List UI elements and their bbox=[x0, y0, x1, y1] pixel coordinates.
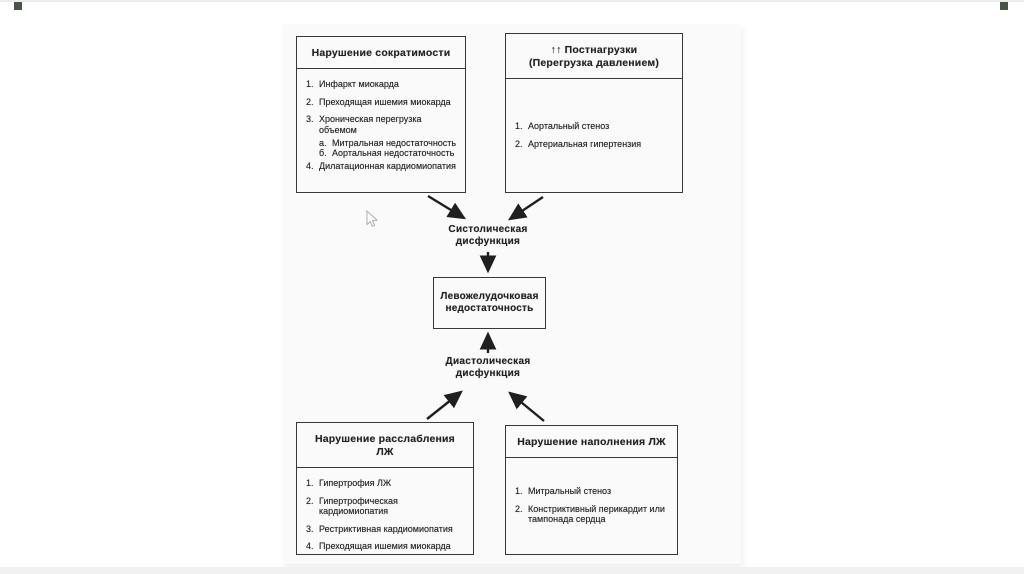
node-label-line: дисфункция bbox=[455, 368, 521, 379]
corner-mark-icon bbox=[14, 2, 22, 10]
list-item: 4. Преходящая ишемия миокарда bbox=[306, 541, 451, 551]
box-title: Нарушение наполнения ЛЖ bbox=[506, 426, 677, 458]
node-label-line: недостаточность bbox=[445, 303, 534, 314]
box-title-line: (Перегрузка давлением) bbox=[528, 57, 660, 69]
list-item: 3. Хроническая перегрузка объемом bbox=[306, 114, 422, 135]
list-item: 3. Рестриктивная кардиомиопатия bbox=[306, 523, 453, 534]
list-item: 1. Аортальный стеноз bbox=[515, 121, 610, 131]
box-title-line: ЛЖ bbox=[376, 446, 394, 458]
box-filling: Нарушение наполнения ЛЖ 1. Митральный ст… bbox=[505, 425, 678, 555]
box-items: 1. Аортальный стеноз 2. Артериальная гип… bbox=[506, 79, 682, 162]
box-items: 1. Гипертрофия ЛЖ 2. Гипертрофическая ка… bbox=[297, 468, 473, 565]
frame-top-line bbox=[0, 0, 1024, 2]
box-afterload: ↑↑ Постнагрузки (Перегрузка давлением) 1… bbox=[505, 33, 683, 193]
list-item: 2. Гипертрофическая кардиомиопатия bbox=[306, 495, 398, 517]
corner-mark-icon bbox=[1000, 2, 1008, 10]
node-label-line: Систолическая bbox=[448, 224, 528, 235]
list-item: 1. Инфаркт миокарда bbox=[306, 79, 399, 89]
list-item: 2. Констриктивный перикардит или тампона… bbox=[515, 503, 665, 525]
box-title-line: ↑↑ Постнагрузки bbox=[550, 44, 638, 56]
list-item: 1. Гипертрофия ЛЖ bbox=[306, 478, 392, 488]
list-item: 2. Артериальная гипертензия bbox=[515, 138, 642, 149]
node-label-line: Диастолическая bbox=[445, 356, 531, 367]
box-title: ↑↑ Постнагрузки (Перегрузка давлением) bbox=[506, 34, 682, 79]
node-diastolic-dysfunction: Диастолическая дисфункция bbox=[430, 356, 546, 380]
list-item: 1. Митральный стеноз bbox=[515, 486, 612, 496]
box-title-line: Нарушение наполнения ЛЖ bbox=[517, 436, 666, 448]
box-title: Нарушение сократимости bbox=[297, 37, 465, 69]
node-label-line: дисфункция bbox=[455, 236, 521, 247]
list-item: 2. Преходящая ишемия миокарда bbox=[306, 96, 451, 107]
node-systolic-dysfunction: Систолическая дисфункция bbox=[430, 224, 546, 248]
list-item: 4. Дилатационная кардиомиопатия bbox=[306, 161, 456, 171]
list-subitem: а. Митральная недостаточность bbox=[319, 138, 457, 148]
box-title-line: Нарушение расслабления bbox=[314, 433, 456, 445]
box-relaxation: Нарушение расслабления ЛЖ 1. Гипертрофия… bbox=[296, 422, 474, 555]
box-items: 1. Митральный стеноз 2. Констриктивный п… bbox=[506, 458, 677, 538]
node-lv-failure: Левожелудочковая недостаточность bbox=[433, 277, 546, 329]
box-title-line: Нарушение сократимости bbox=[311, 47, 451, 59]
box-title: Нарушение расслабления ЛЖ bbox=[297, 423, 473, 468]
box-contractility: Нарушение сократимости 1. Инфаркт миокар… bbox=[296, 36, 466, 193]
node-label-line: Левожелудочковая bbox=[440, 291, 539, 302]
frame-bottom-strip bbox=[0, 567, 1024, 574]
box-items: 1. Инфаркт миокарда 2. Преходящая ишемия… bbox=[297, 69, 465, 185]
list-subitem: б. Аортальная недостаточность bbox=[319, 147, 455, 158]
